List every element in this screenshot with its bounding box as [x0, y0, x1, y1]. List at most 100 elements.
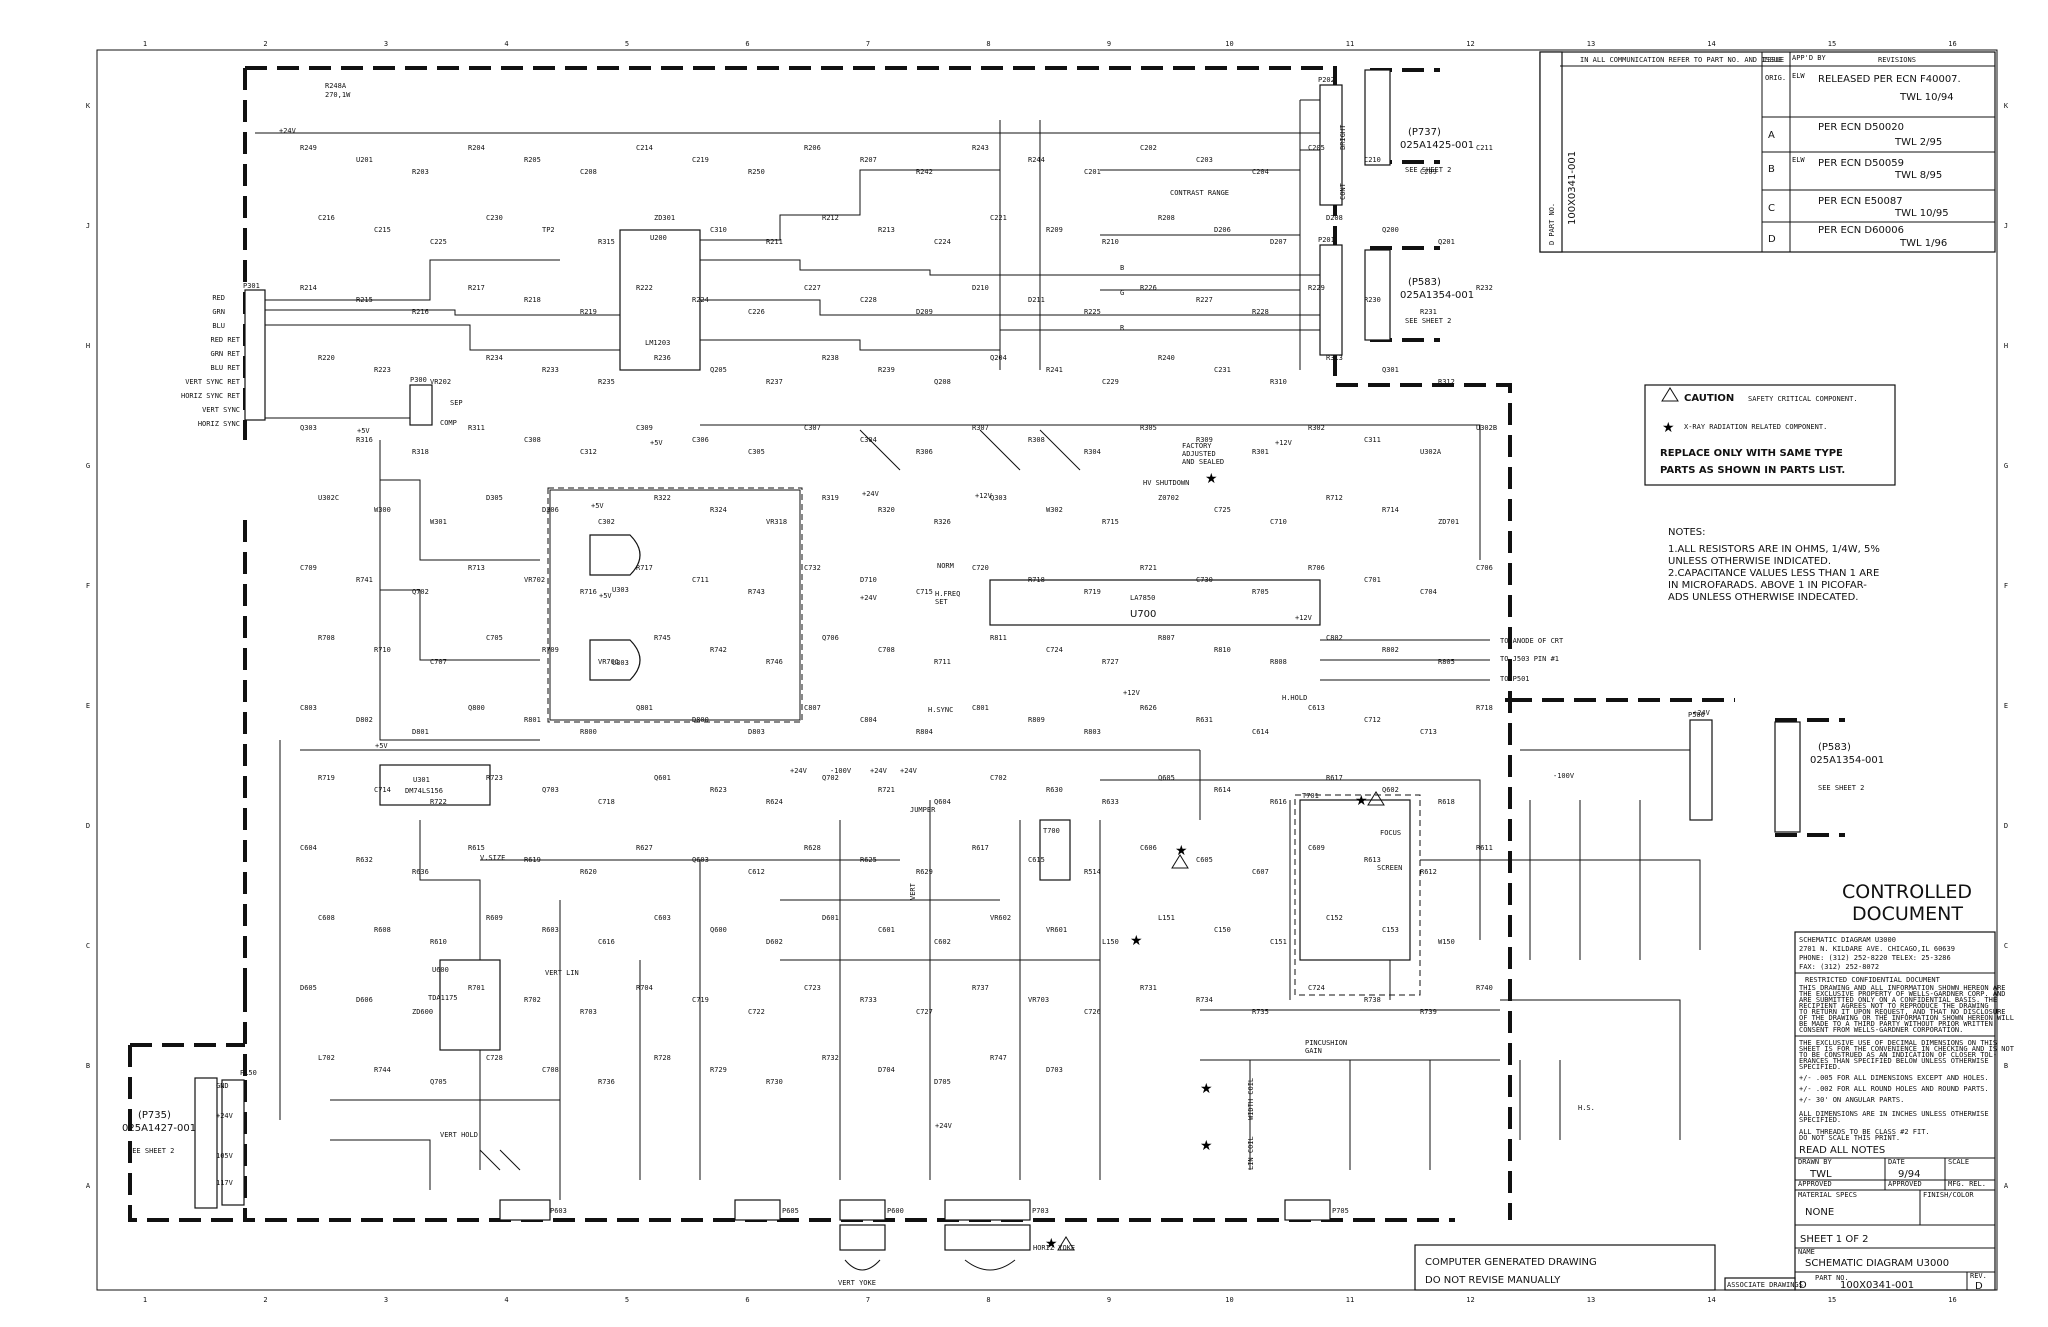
component-label: R805 — [1438, 658, 1455, 666]
component-label: R745 — [654, 634, 671, 642]
svg-text:SCHEMATIC DIAGRAM U3000: SCHEMATIC DIAGRAM U3000 — [1805, 1258, 1949, 1269]
component-label: Q601 — [654, 774, 671, 782]
svg-text:MFG. REL.: MFG. REL. — [1948, 1180, 1986, 1188]
grid-col-label: 8 — [986, 1296, 990, 1304]
svg-text:+24V: +24V — [900, 767, 918, 775]
p500-label: P500 — [1688, 711, 1705, 719]
component-label: C704 — [1420, 588, 1437, 596]
svg-text:PART NO.: PART NO. — [1815, 1274, 1849, 1282]
component-label: Q702 — [412, 588, 429, 596]
svg-text:SHEET 1 OF 2: SHEET 1 OF 2 — [1800, 1234, 1869, 1245]
component-label: C209 — [1420, 168, 1437, 176]
component-label: C306 — [692, 436, 709, 444]
component-label: C219 — [692, 156, 709, 164]
grid-row-label: B — [2004, 1062, 2008, 1070]
star-icon: ★ — [1175, 843, 1188, 859]
svg-text:+12V: +12V — [1295, 614, 1313, 622]
component-label: R608 — [374, 926, 391, 934]
caution-triangle-icon — [1661, 387, 1679, 402]
svg-text:+12V: +12V — [1275, 439, 1293, 447]
svg-text:PINCUSHION: PINCUSHION — [1305, 1039, 1347, 1047]
component-label: C225 — [430, 238, 447, 246]
grid-col-label: 7 — [866, 40, 870, 48]
grid-row-label: E — [86, 702, 90, 710]
grid-row-label: C — [86, 942, 90, 950]
component-label: D602 — [766, 938, 783, 946]
p737-see: SEE SHEET 2 — [1405, 166, 1451, 174]
p583b-name: (P583) — [1818, 742, 1851, 753]
component-label: C150 — [1214, 926, 1231, 934]
grid-col-label: 12 — [1466, 40, 1474, 48]
star-icon: ★ — [1662, 420, 1675, 436]
component-label: R714 — [1382, 506, 1399, 514]
p150-label: P150 — [240, 1069, 257, 1077]
grid-col-label: 9 — [1107, 40, 1111, 48]
svg-text:+24V: +24V — [790, 767, 808, 775]
component-label: R631 — [1196, 716, 1213, 724]
svg-text:A: A — [1768, 130, 1775, 141]
svg-text:FACTORY: FACTORY — [1182, 442, 1212, 450]
component-label: R301 — [1252, 448, 1269, 456]
component-label: Q705 — [430, 1078, 447, 1086]
component-label: R224 — [692, 296, 709, 304]
svg-text:RECIPIENT AGREES NOT TO REPROD: RECIPIENT AGREES NOT TO REPRODUCE THE DR… — [1799, 1002, 1989, 1010]
component-label: R801 — [524, 716, 541, 724]
component-label: D710 — [860, 576, 877, 584]
component-label: Q301 — [1382, 366, 1399, 374]
u303a-label: U303 — [612, 586, 629, 594]
component-label: R228 — [1252, 308, 1269, 316]
svg-text:REVISIONS: REVISIONS — [1878, 56, 1916, 64]
component-label: C604 — [300, 844, 317, 852]
svg-text:ERANCES THAN SPECIFIED BELOW U: ERANCES THAN SPECIFIED BELOW UNLESS OTHE… — [1799, 1057, 1989, 1065]
component-label: R718 — [1028, 576, 1045, 584]
component-label: C152 — [1326, 914, 1343, 922]
p583b-see: SEE SHEET 2 — [1818, 784, 1864, 792]
svg-text:NONE: NONE — [1805, 1207, 1834, 1218]
svg-text:VERT SYNC: VERT SYNC — [202, 406, 240, 414]
component-label: C701 — [1364, 576, 1381, 584]
component-label: R242 — [916, 168, 933, 176]
p737-p583-outline — [1370, 68, 1440, 342]
component-label: R243 — [972, 144, 989, 152]
svg-text:TO RETURN IT UPON REQUEST, AND: TO RETURN IT UPON REQUEST, AND THAT NO D… — [1799, 1008, 2006, 1016]
component-label: R307 — [972, 424, 989, 432]
svg-text:2701 N. KILDARE AVE. CHICAGO,I: 2701 N. KILDARE AVE. CHICAGO,IL 60639 — [1799, 945, 1955, 953]
p202-label: P202 — [1318, 76, 1335, 84]
component-label: R227 — [1196, 296, 1213, 304]
component-label: R616 — [1270, 798, 1287, 806]
component-label: R240 — [1158, 354, 1175, 362]
component-label: ZD600 — [412, 1008, 433, 1016]
grid-col-label: 9 — [1107, 1296, 1111, 1304]
component-label: D704 — [878, 1066, 895, 1074]
component-label: C153 — [1382, 926, 1399, 934]
component-label: R628 — [804, 844, 821, 852]
component-label: C720 — [972, 564, 989, 572]
component-label: C711 — [692, 576, 709, 584]
component-label: R614 — [1214, 786, 1231, 794]
component-label: R207 — [860, 156, 877, 164]
svg-text:PER ECN D50059: PER ECN D50059 — [1818, 158, 1904, 169]
svg-text:IN MICROFARADS. ABOVE 1 IN PIC: IN MICROFARADS. ABOVE 1 IN PICOFAR- — [1668, 580, 1867, 591]
svg-text:-100V: -100V — [830, 767, 852, 775]
svg-text:TWL 8/95: TWL 8/95 — [1894, 170, 1942, 181]
svg-text:+12V: +12V — [975, 492, 993, 500]
component-label: R219 — [580, 308, 597, 316]
grid-row-label: E — [2004, 702, 2008, 710]
component-label: VR702 — [524, 576, 545, 584]
component-label: R313 — [1326, 354, 1343, 362]
component-label: C201 — [1084, 168, 1101, 176]
component-label: R636 — [412, 868, 429, 876]
u200-label: U200 — [650, 234, 667, 242]
component-label: R633 — [1102, 798, 1119, 806]
component-label: R316 — [356, 436, 373, 444]
component-label: C710 — [1270, 518, 1287, 526]
p583b-part: 025A1354-001 — [1810, 755, 1884, 766]
svg-text:SPECIFIED.: SPECIFIED. — [1799, 1116, 1841, 1124]
component-label: D705 — [934, 1078, 951, 1086]
component-label: C304 — [860, 436, 877, 444]
grid-row-label: A — [2004, 1182, 2009, 1190]
component-label: C722 — [748, 1008, 765, 1016]
grid-row-label: A — [86, 1182, 91, 1190]
component-label: R722 — [430, 798, 447, 806]
p737-name: (P737) — [1408, 127, 1441, 138]
